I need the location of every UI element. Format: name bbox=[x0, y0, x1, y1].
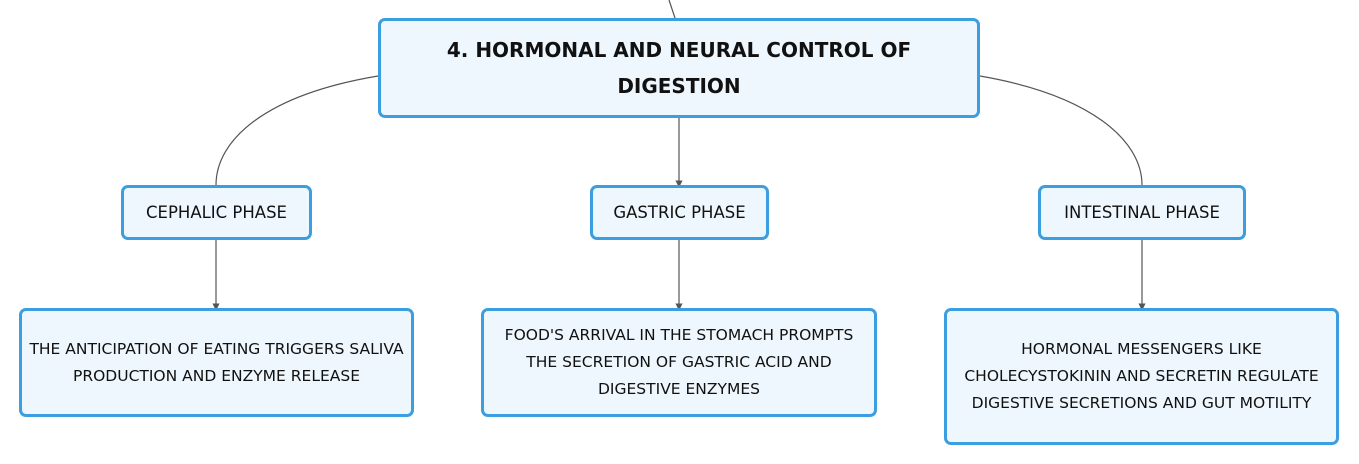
gastric-phase-node[interactable]: GASTRIC PHASE bbox=[590, 185, 769, 240]
intestinal-phase-label: INTESTINAL PHASE bbox=[1064, 203, 1220, 222]
root-topic-label: 4. HORMONAL AND NEURAL CONTROL OF DIGEST… bbox=[446, 38, 912, 98]
intestinal-detail-node[interactable]: HORMONAL MESSENGERS LIKE CHOLECYSTOKININ… bbox=[944, 308, 1339, 445]
cephalic-detail-text: THE ANTICIPATION OF EATING TRIGGERS SALI… bbox=[29, 339, 404, 385]
connector-parent-to-root bbox=[668, 0, 676, 19]
cephalic-phase-node[interactable]: CEPHALIC PHASE bbox=[121, 185, 312, 240]
intestinal-detail-text: HORMONAL MESSENGERS LIKE CHOLECYSTOKININ… bbox=[964, 340, 1319, 412]
connector-root-to-intestinal bbox=[979, 75, 1143, 186]
gastric-detail-node[interactable]: FOOD'S ARRIVAL IN THE STOMACH PROMPTS TH… bbox=[481, 308, 877, 417]
gastric-phase-label: GASTRIC PHASE bbox=[613, 203, 746, 222]
cephalic-detail-node[interactable]: THE ANTICIPATION OF EATING TRIGGERS SALI… bbox=[19, 308, 414, 417]
gastric-detail-text: FOOD'S ARRIVAL IN THE STOMACH PROMPTS TH… bbox=[504, 326, 854, 398]
intestinal-phase-node[interactable]: INTESTINAL PHASE bbox=[1038, 185, 1246, 240]
cephalic-phase-label: CEPHALIC PHASE bbox=[146, 203, 287, 222]
root-topic-node[interactable]: 4. HORMONAL AND NEURAL CONTROL OF DIGEST… bbox=[378, 18, 980, 118]
connector-root-to-cephalic bbox=[215, 75, 379, 186]
